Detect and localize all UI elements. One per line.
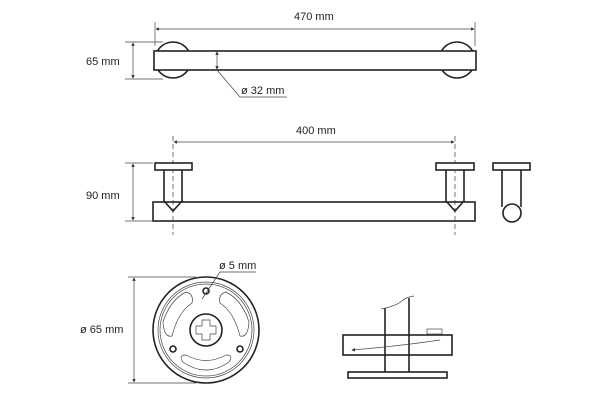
height-label: 65 mm <box>86 56 120 68</box>
center-distance-label: 400 mm <box>296 125 336 137</box>
top-view <box>125 22 477 98</box>
front-view <box>125 136 531 235</box>
projection-label: 90 mm <box>86 190 120 202</box>
rosette-view <box>128 271 260 384</box>
fitting-section-view <box>342 295 453 379</box>
length-label: 470 mm <box>294 11 334 23</box>
rosette-diameter-label: ø 65 mm <box>80 324 124 336</box>
hole-diameter-label: ø 5 mm <box>219 260 257 272</box>
tube-diameter-label: ø 32 mm <box>241 85 285 97</box>
